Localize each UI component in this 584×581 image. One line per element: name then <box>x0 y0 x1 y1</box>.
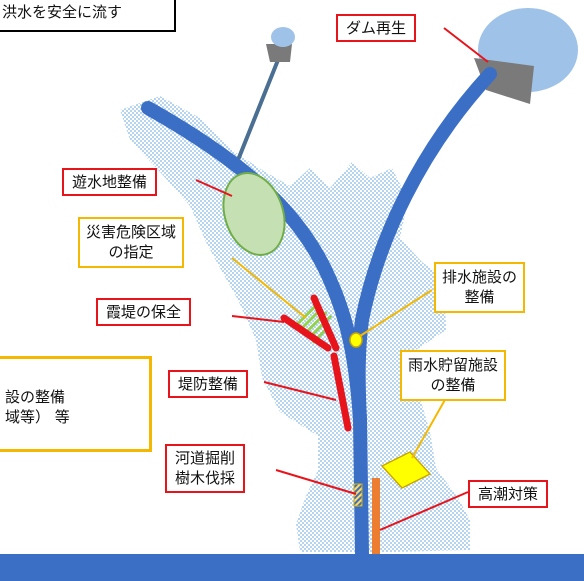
top-banner-label: 洪水を安全に流す <box>0 0 176 32</box>
sea <box>0 554 584 581</box>
drainage-line1: 排水施設の <box>442 268 518 286</box>
small-dam <box>266 44 292 62</box>
dam-label: ダム再生 <box>336 14 417 43</box>
hazard-leader <box>231 257 307 319</box>
dam-label-text: ダム再生 <box>346 19 407 37</box>
kasumi-levee-2 <box>310 294 340 352</box>
retention-label: 遊水地整備 <box>62 168 158 197</box>
retention-pond <box>222 172 286 256</box>
levee-text: 堤防整備 <box>178 375 239 393</box>
floodgate-pole <box>236 59 280 161</box>
river-right-branch <box>351 67 497 427</box>
dredge-line1: 河道掘削 <box>175 449 236 467</box>
retention-label-text: 遊水地整備 <box>72 173 148 191</box>
left-box-line2: 域等） 等 <box>5 408 70 427</box>
kasumi-levee <box>280 314 332 352</box>
kasumi-levee-label: 霞堤の保全 <box>96 298 192 327</box>
high-tide-text: 高潮対策 <box>478 485 539 503</box>
rain-storage-line1: 雨水貯留施設 <box>408 356 499 374</box>
levee-leader <box>263 381 337 401</box>
dam-leader <box>443 27 489 63</box>
kasumi-levee-text: 霞堤の保全 <box>106 303 182 321</box>
dredge-marker <box>353 483 363 507</box>
hazard-zone-line2: の指定 <box>108 243 154 262</box>
rain-storage-line2: の整備 <box>430 376 476 395</box>
rain-storage-label: 雨水貯留施設 の整備 <box>400 350 507 401</box>
high-tide-bar <box>372 478 380 554</box>
left-partial-box: 設の整備 域等） 等 <box>0 356 152 452</box>
rain-tank <box>380 451 432 489</box>
hazard-zone-label: 災害危険区域 の指定 <box>78 217 185 268</box>
drainage-label: 排水施設の 整備 <box>434 262 526 313</box>
dredge-leader <box>275 469 357 495</box>
small-reservoir <box>271 27 295 47</box>
high-tide-label: 高潮対策 <box>468 480 549 509</box>
dredge-line2: 樹木伐採 <box>175 469 236 488</box>
levee-mark <box>330 352 352 432</box>
kasumi-leader <box>231 315 285 323</box>
top-banner-text: 洪水を安全に流す <box>2 3 123 21</box>
levee-label: 堤防整備 <box>168 370 249 399</box>
left-box-line1: 設の整備 <box>5 388 66 406</box>
retention-leader <box>195 179 233 197</box>
drainage-line2: 整備 <box>464 288 495 307</box>
hazard-zone-line1: 災害危険区域 <box>86 223 177 241</box>
drainage-leader <box>359 289 433 337</box>
dredge-label: 河道掘削 樹木伐採 <box>165 444 246 493</box>
rain-leader <box>411 397 447 459</box>
drainage-point <box>349 332 363 348</box>
hightide-leader <box>379 491 469 531</box>
